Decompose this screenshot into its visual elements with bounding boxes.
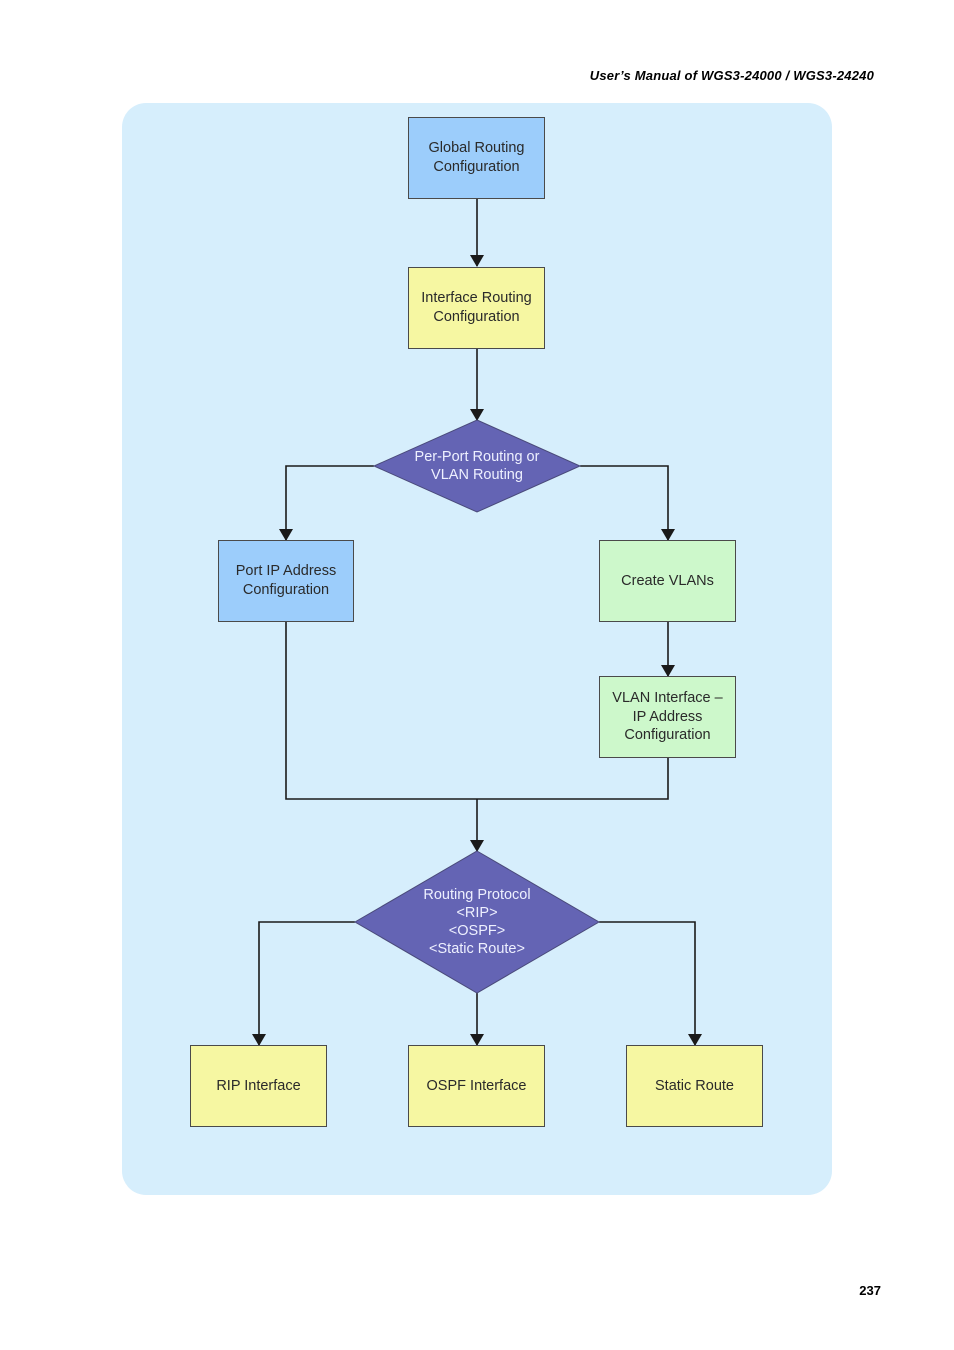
- node-create-vlans: Create VLANs: [599, 540, 736, 622]
- node-static-route: Static Route: [626, 1045, 763, 1127]
- decision-routing-choice-shape: [372, 419, 582, 513]
- node-ospf-interface: OSPF Interface: [408, 1045, 545, 1127]
- decision-routing-choice-label: Per-Port Routing or VLAN Routing: [414, 448, 540, 483]
- decision-routing-protocol-shape: [354, 850, 600, 994]
- decision-routing-protocol-label: Routing Protocol <RIP> <OSPF> <Static Ro…: [423, 886, 531, 958]
- connector-protocol-to-rip: [252, 921, 355, 1046]
- page-header: User’s Manual of WGS3-24000 / WGS3-24240: [589, 68, 874, 83]
- connector-choice-to-port-ip: [279, 465, 374, 541]
- node-port-ip-address-configuration: Port IP Address Configuration: [218, 540, 354, 622]
- node-vlan-interface-ip-address-configuration: VLAN Interface – IP Address Configuratio…: [599, 676, 736, 758]
- node-global-routing-configuration: Global Routing Configuration: [408, 117, 545, 199]
- node-interface-routing-configuration: Interface Routing Configuration: [408, 267, 545, 349]
- node-rip-interface: RIP Interface: [190, 1045, 327, 1127]
- connector-choice-to-create-vlans: [580, 465, 675, 541]
- page-number: 237: [859, 1283, 881, 1298]
- connector-protocol-to-static: [599, 921, 702, 1046]
